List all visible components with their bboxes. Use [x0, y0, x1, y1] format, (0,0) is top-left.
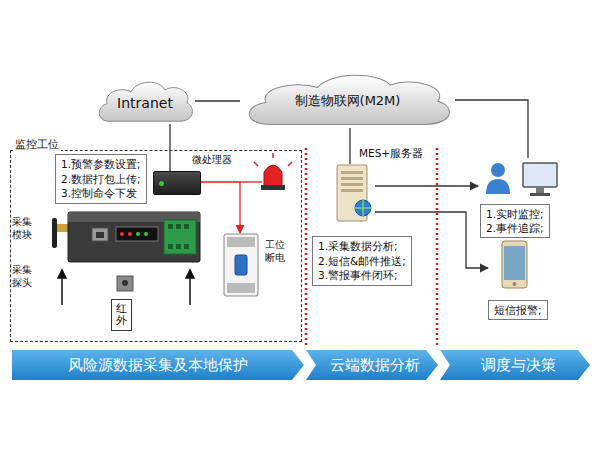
alarm-wire: [240, 181, 262, 182]
cloud-label: Intranet: [117, 91, 173, 111]
cloud-label: 制造物联网(M2M): [295, 88, 401, 110]
connector-line: [375, 185, 478, 186]
list-line: 1.预警参数设置;: [61, 157, 141, 172]
alarm-light: [254, 153, 292, 190]
workstation-region: 监控工位1.预警参数设置;2.数据打包上传;3.控制命令下发微处理器工位断电红外: [10, 150, 302, 342]
device-label: 微处理器: [192, 153, 232, 167]
band-label: 调度与决策: [475, 356, 556, 375]
list-box: 1.预警参数设置;2.数据打包上传;3.控制命令下发: [55, 154, 147, 204]
stage-band: 风险源数据采集及本地保护: [12, 350, 304, 380]
user-monitor-icon: [478, 158, 563, 200]
mobile-phone: 短信报警;: [488, 240, 550, 322]
connector-line: [349, 128, 350, 164]
monitor-user: 1.实时监控;2.事件追踪;: [478, 158, 563, 238]
microprocessor-device: 微处理器: [153, 171, 201, 195]
connector-line: [455, 100, 528, 158]
list-line: 2.事件追踪;: [486, 221, 544, 235]
stage-band: 调度与决策: [440, 350, 590, 380]
list-box: 1.采集数据分析;2.短信&邮件推送;3.警报事件闭环;: [312, 236, 412, 286]
server-icon: MES+服务器: [335, 164, 375, 222]
breaker-label: 工位断电: [265, 239, 285, 264]
device-led: [159, 181, 164, 186]
part-label: 采集模块: [12, 216, 32, 241]
sensor-box: 红外: [111, 299, 132, 331]
sensor-icon: [117, 276, 133, 291]
list-line: 3.控制命令下发: [61, 186, 141, 201]
list-box: 1.实时监控;2.事件追踪;: [480, 204, 550, 238]
breaker-switch: 工位断电: [223, 233, 259, 297]
connector-line: [169, 124, 170, 171]
band-label: 云端数据分析: [324, 356, 420, 375]
list-line: 2.短信&邮件推送;: [318, 254, 406, 269]
server-drawing: [335, 164, 375, 222]
connector-line: [195, 100, 240, 101]
separator-line: [436, 148, 439, 345]
list-box: 短信报警;: [488, 300, 548, 320]
list-line: 1.实时监控;: [486, 207, 544, 221]
server-label: MES+服务器: [359, 147, 423, 161]
list-line: 短信报警;: [494, 303, 542, 317]
breaker-drawing: [223, 233, 259, 297]
list-line: 2.数据打包上传;: [61, 172, 141, 187]
vertical-label: 红外: [116, 303, 127, 327]
region-heading: 监控工位: [13, 138, 61, 152]
stage-band: 云端数据分析: [306, 350, 438, 380]
separator-line: [305, 148, 308, 345]
network-cloud: 制造物联网(M2M): [240, 70, 455, 128]
part-label: 采集探头: [12, 264, 32, 289]
phone-icon: [500, 240, 530, 290]
connector-line: [201, 182, 240, 233]
list-line: 1.采集数据分析;: [318, 239, 406, 254]
collection-module: [52, 212, 200, 262]
network-cloud: Intranet: [95, 78, 195, 124]
band-label: 风险源数据采集及本地保护: [68, 356, 248, 375]
list-line: 3.警报事件闭环;: [318, 268, 406, 283]
